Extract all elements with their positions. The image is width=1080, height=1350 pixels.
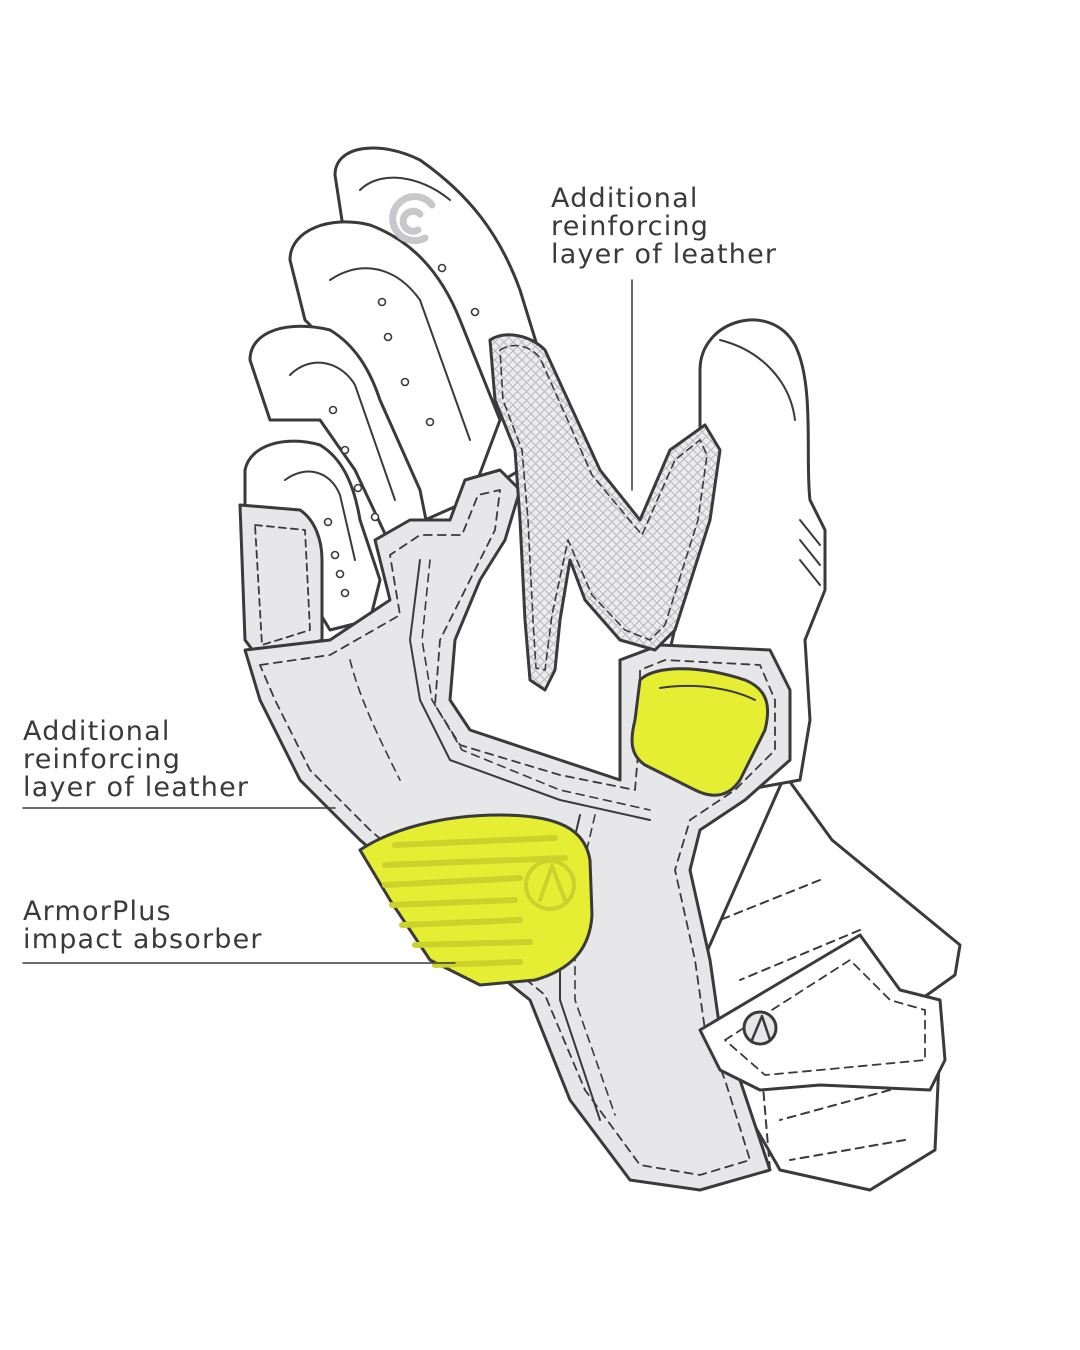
annotation-line: layer of leather [23,772,250,803]
annotation-armorplus: ArmorPlus impact absorber [23,898,263,954]
armor-pad-large [358,813,594,987]
armor-pad-small [630,667,770,797]
rebelhorn-logo-icon [742,1010,778,1046]
wrist-strap [698,933,947,1092]
annotation-line: impact absorber [23,924,263,955]
annotation-line: reinforcing [23,744,182,775]
annotation-line: ArmorPlus [23,896,172,927]
annotation-line: Additional [551,183,699,214]
annotation-line: reinforcing [551,211,710,242]
annotation-top-reinforcement: Additional reinforcing layer of leather [551,185,777,269]
annotation-side-reinforcement: Additional reinforcing layer of leather [23,718,249,802]
annotation-line: layer of leather [551,239,778,270]
annotation-line: Additional [23,716,171,747]
c-logo-icon [389,193,436,245]
mesh-leather-patch [488,333,722,692]
